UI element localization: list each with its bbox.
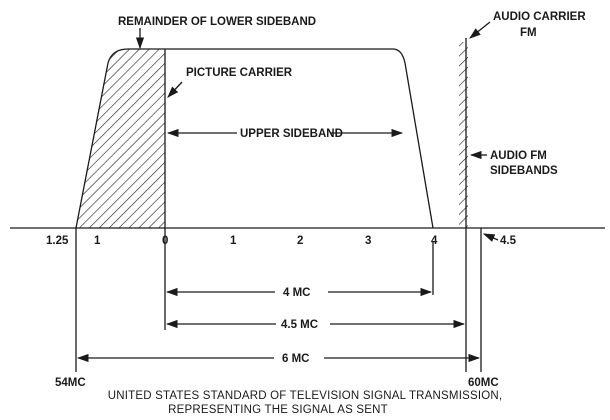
tick-label: 0 <box>162 235 168 247</box>
leader-audio-carrier <box>469 21 491 39</box>
tick-label: 3 <box>365 235 371 247</box>
caption-line-2: REPRESENTING THE SIGNAL AS SENT <box>168 404 388 416</box>
freq-label-60mc: 60MC <box>468 377 499 389</box>
label-audio-fm: AUDIO FM <box>490 150 547 162</box>
tick-label: 1 <box>230 235 237 247</box>
leader-picture-carrier <box>167 81 183 98</box>
leader-4-5 <box>482 233 499 242</box>
label-remainder-lower-sideband: REMAINDER OF LOWER SIDEBAND <box>118 16 316 28</box>
label-audio-fm-sidebands: SIDEBANDS <box>490 165 558 177</box>
tick-label: 4.5 <box>500 235 517 247</box>
freq-label-54mc: 54MC <box>55 377 86 389</box>
dim-label-4mc: 4 MC <box>283 287 310 299</box>
label-audio-carrier-fm: FM <box>520 27 537 39</box>
passband-outline <box>75 48 434 229</box>
tick-label: 2 <box>297 235 303 247</box>
label-upper-sideband: UPPER SIDEBAND <box>240 128 343 140</box>
label-audio-carrier: AUDIO CARRIER <box>493 11 586 23</box>
lower-sideband-hatched <box>76 49 165 228</box>
caption-line-1: UNITED STATES STANDARD OF TELEVISION SIG… <box>108 390 503 402</box>
tick-label: 1 <box>94 235 101 247</box>
dim-label-6mc: 6 MC <box>282 353 309 365</box>
dim-label-4-5mc: 4.5 MC <box>281 319 318 331</box>
tick-label: 1.25 <box>46 235 69 247</box>
tick-label: 4 <box>431 235 438 247</box>
audio-sidebands-bar <box>459 42 468 228</box>
label-picture-carrier: PICTURE CARRIER <box>186 67 293 79</box>
